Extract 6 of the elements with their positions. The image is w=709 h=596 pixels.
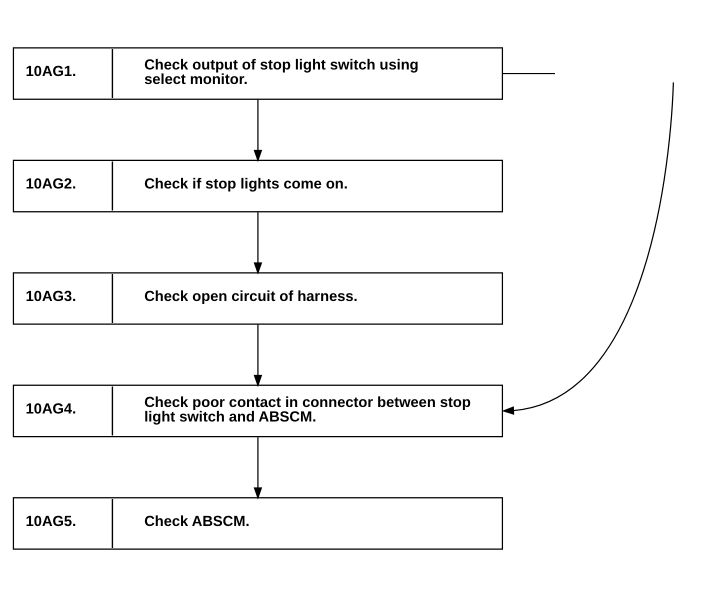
connector <box>502 72 555 74</box>
arrow <box>254 324 262 387</box>
arrow <box>254 99 262 162</box>
arrow <box>502 82 674 414</box>
arrow <box>254 212 262 274</box>
arrow <box>254 436 262 500</box>
